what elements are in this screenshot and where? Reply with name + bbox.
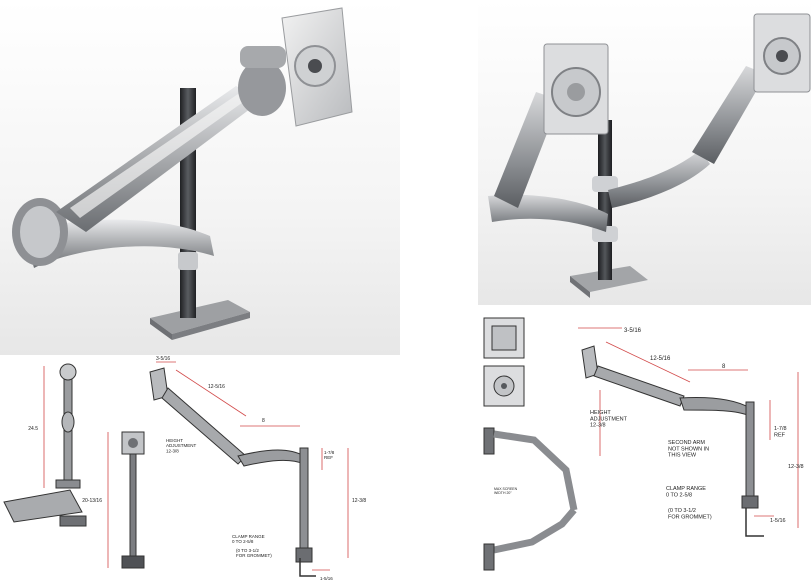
lower-arm [24,219,214,268]
arm-length-label: 12-5/16 [650,356,671,362]
top-offset-label: 3-5/16 [156,356,170,362]
pole-height-label: 12-3/8 [788,464,804,470]
dimension-drawing-left: 24.5 20-13/16 3-5/16 12-5/16 [3,356,366,581]
front-view-column [121,431,145,569]
reach-label: 8 [722,364,726,370]
side-elevation [149,367,316,577]
right-lower-arm [608,150,710,208]
single-arm-illustration [12,7,353,340]
right-upper-arm [692,66,766,164]
tilt-joint [238,60,286,116]
photo-dual-arm-mount [478,0,811,305]
pole [598,120,612,280]
pole-height-label: 12-3/8 [352,498,366,504]
pole-collar [178,252,198,270]
clamp-width-label: 1-5/16 [320,576,333,581]
photo-single-arm-mount [0,0,400,355]
top-view-dual-arm [483,427,578,571]
overall-height-label: 24.5 [28,426,38,432]
base-plate [150,300,250,334]
arm-fragment [3,489,83,523]
side-view-column [55,363,81,489]
side-height-label: 20-13/16 [82,498,102,504]
reach-label: 8 [262,418,265,424]
side-elevation [581,345,764,537]
technical-drawing-left: 24.5 20-13/16 3-5/16 12-5/16 [0,352,400,585]
dual-arm-illustration [488,13,811,298]
vesa-plate-views [483,317,525,407]
clamp-width-label: 1-5/16 [770,518,786,524]
arm-length-label: 12-5/16 [208,384,225,390]
top-offset-label: 3-5/16 [624,328,642,334]
